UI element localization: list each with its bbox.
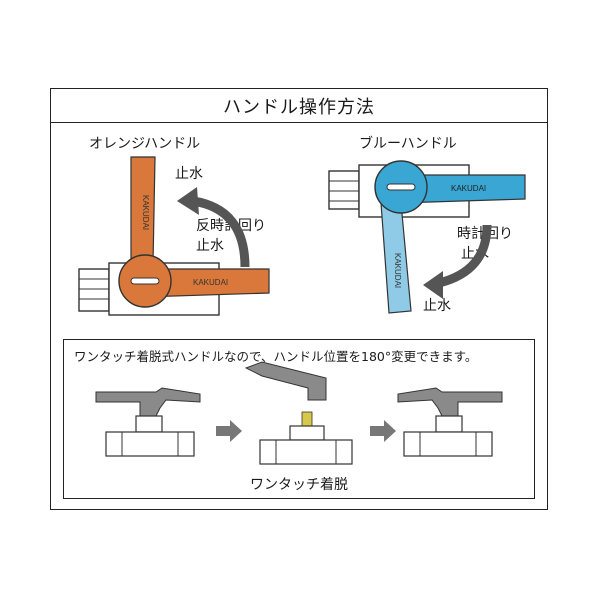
orange-brand-vertical: KAKUDAI [141, 195, 150, 230]
step-arrow-1 [216, 420, 242, 442]
step-arrow-2 [370, 420, 396, 442]
orange-valve-illustration: KAKUDAI KAKUDAI [78, 156, 270, 316]
valve-step-2 [244, 361, 353, 465]
detach-info-box: ワンタッチ着脱式ハンドルなので、ハンドル位置を180°変更できます。 [63, 339, 535, 499]
orange-handle-heading: オレンジハンドル [89, 136, 201, 152]
orange-brand-horizontal: KAKUDAI [193, 278, 228, 287]
detach-note: ワンタッチ着脱式ハンドルなので、ハンドル位置を180°変更できます。 [74, 349, 478, 364]
blue-handle-heading: ブルーハンドル [359, 136, 457, 152]
blue-stop-label: 止水 [423, 298, 451, 314]
detach-caption: ワンタッチ着脱 [250, 477, 348, 493]
panel-title: ハンドル操作方法 [51, 89, 547, 123]
orange-stop-label: 止水 [175, 166, 203, 182]
valve-step-3 [397, 387, 503, 457]
orange-ccw-stop-label: 止水 [196, 238, 224, 254]
blue-brand-vertical: KAKUDAI [393, 253, 402, 288]
instruction-panel: ハンドル操作方法 オレンジハンドル 止水 反時計回り 止水 ブルーハンドル 時計… [50, 88, 548, 510]
blue-valve-illustration: KAKUDAI KAKUDAI [328, 160, 526, 314]
blue-brand-horizontal: KAKUDAI [451, 184, 486, 193]
valve-step-1 [95, 387, 201, 457]
